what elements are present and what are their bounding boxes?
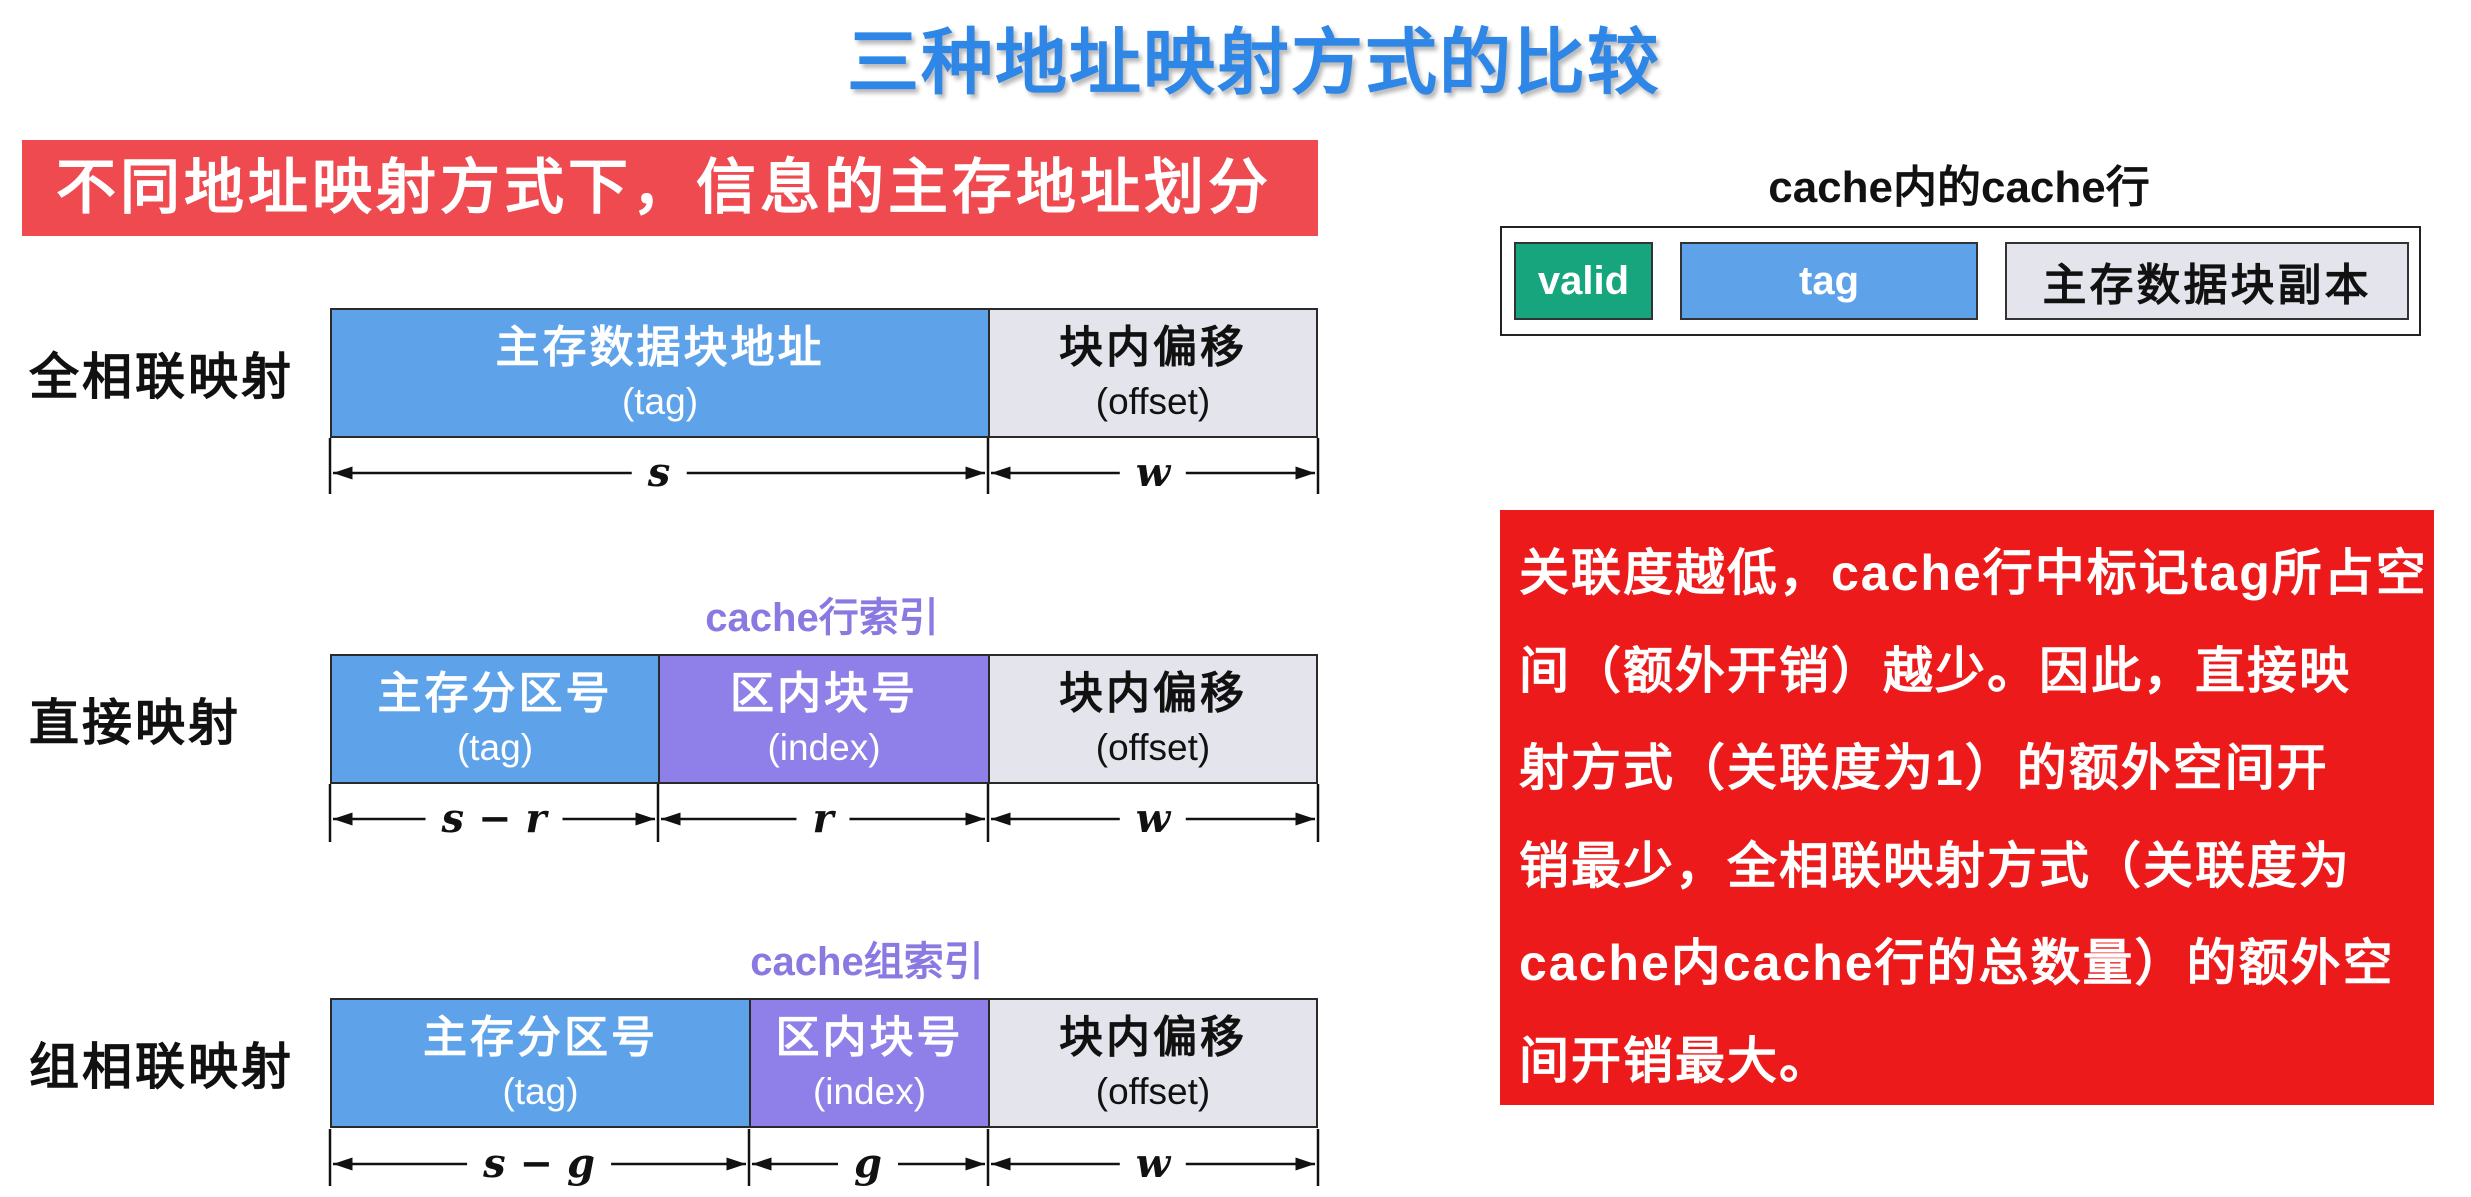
slide-title: 三种地址映射方式的比较 bbox=[846, 23, 1662, 104]
field-sub: (index) bbox=[767, 727, 881, 768]
note-line: 销最少，全相联映射方式（关联度为 bbox=[1519, 837, 2351, 894]
index-caption-set: cache组索引 bbox=[750, 940, 984, 984]
field-name: 块内偏移 bbox=[1059, 1013, 1247, 1062]
note-line: 间（额外开销）越少。因此，直接映 bbox=[1519, 642, 2351, 699]
dim-label-w: w bbox=[1119, 797, 1187, 841]
cache-line-frame bbox=[1500, 226, 2421, 336]
field-tag: 主存分区号 (tag) bbox=[332, 656, 658, 782]
dim-label-s-minus-r: s − r bbox=[425, 797, 563, 841]
cache-line-title: cache内的cache行 bbox=[1768, 163, 2150, 212]
dim-label-w: w bbox=[1119, 451, 1187, 495]
field-sub: (offset) bbox=[1095, 381, 1211, 422]
field-index: 区内块号 (index) bbox=[658, 656, 988, 782]
field-sub: (tag) bbox=[621, 381, 699, 422]
dim-label-w: w bbox=[1119, 1142, 1187, 1186]
field-index: 区内块号 (index) bbox=[749, 1000, 988, 1126]
section-banner: 不同地址映射方式下，信息的主存地址划分 bbox=[22, 140, 1318, 236]
address-fields-direct-mapped: 主存分区号 (tag) 区内块号 (index) 块内偏移 (offset) bbox=[330, 654, 1318, 784]
note-line: 射方式（关联度为1）的额外空间开 bbox=[1519, 740, 2329, 797]
field-tag: 主存分区号 (tag) bbox=[332, 1000, 749, 1126]
field-block-address: 主存数据块地址 (tag) bbox=[332, 310, 988, 436]
address-fields-fully-associative: 主存数据块地址 (tag) 块内偏移 (offset) bbox=[330, 308, 1318, 438]
field-name: 主存数据块地址 bbox=[495, 323, 825, 372]
field-offset: 块内偏移 (offset) bbox=[988, 1000, 1316, 1126]
field-name: 区内块号 bbox=[730, 669, 918, 718]
cache-line-valid-bit: valid bbox=[1514, 242, 1653, 320]
field-sub: (offset) bbox=[1095, 727, 1211, 768]
index-caption-line: cache行索引 bbox=[705, 596, 939, 640]
dim-label-s: s bbox=[631, 451, 687, 495]
dim-label-r: r bbox=[796, 797, 850, 841]
note-line: 关联度越低，cache行中标记tag所占空 bbox=[1519, 545, 2428, 601]
field-name: 块内偏移 bbox=[1059, 323, 1247, 372]
field-sub: (offset) bbox=[1095, 1071, 1211, 1112]
dim-label-s-minus-g: s − g bbox=[467, 1142, 611, 1186]
note-line: 间开销最大。 bbox=[1519, 1032, 1831, 1089]
field-sub: (index) bbox=[812, 1071, 927, 1112]
field-name: 主存分区号 bbox=[377, 669, 613, 718]
field-name: 块内偏移 bbox=[1059, 669, 1247, 718]
row-label-direct-mapped: 直接映射 bbox=[29, 695, 241, 751]
row-label-set-associative: 组相联映射 bbox=[29, 1039, 294, 1095]
field-name: 区内块号 bbox=[775, 1013, 964, 1062]
field-sub: (tag) bbox=[456, 727, 534, 768]
cache-line-data-block: 主存数据块副本 bbox=[2005, 242, 2409, 320]
note-line: cache内cache行的总数量）的额外空 bbox=[1519, 935, 2395, 992]
address-fields-set-associative: 主存分区号 (tag) 区内块号 (index) 块内偏移 (offset) bbox=[330, 998, 1318, 1128]
field-offset: 块内偏移 (offset) bbox=[988, 656, 1316, 782]
cache-line-tag: tag bbox=[1680, 242, 1978, 320]
row-label-fully-associative: 全相联映射 bbox=[29, 349, 294, 405]
dim-label-g: g bbox=[838, 1142, 898, 1186]
conclusion-note: 关联度越低，cache行中标记tag所占空 间（额外开销）越少。因此，直接映 射… bbox=[1500, 510, 2434, 1105]
field-name: 主存分区号 bbox=[423, 1013, 658, 1062]
field-offset: 块内偏移 (offset) bbox=[988, 310, 1316, 436]
field-sub: (tag) bbox=[502, 1071, 579, 1112]
